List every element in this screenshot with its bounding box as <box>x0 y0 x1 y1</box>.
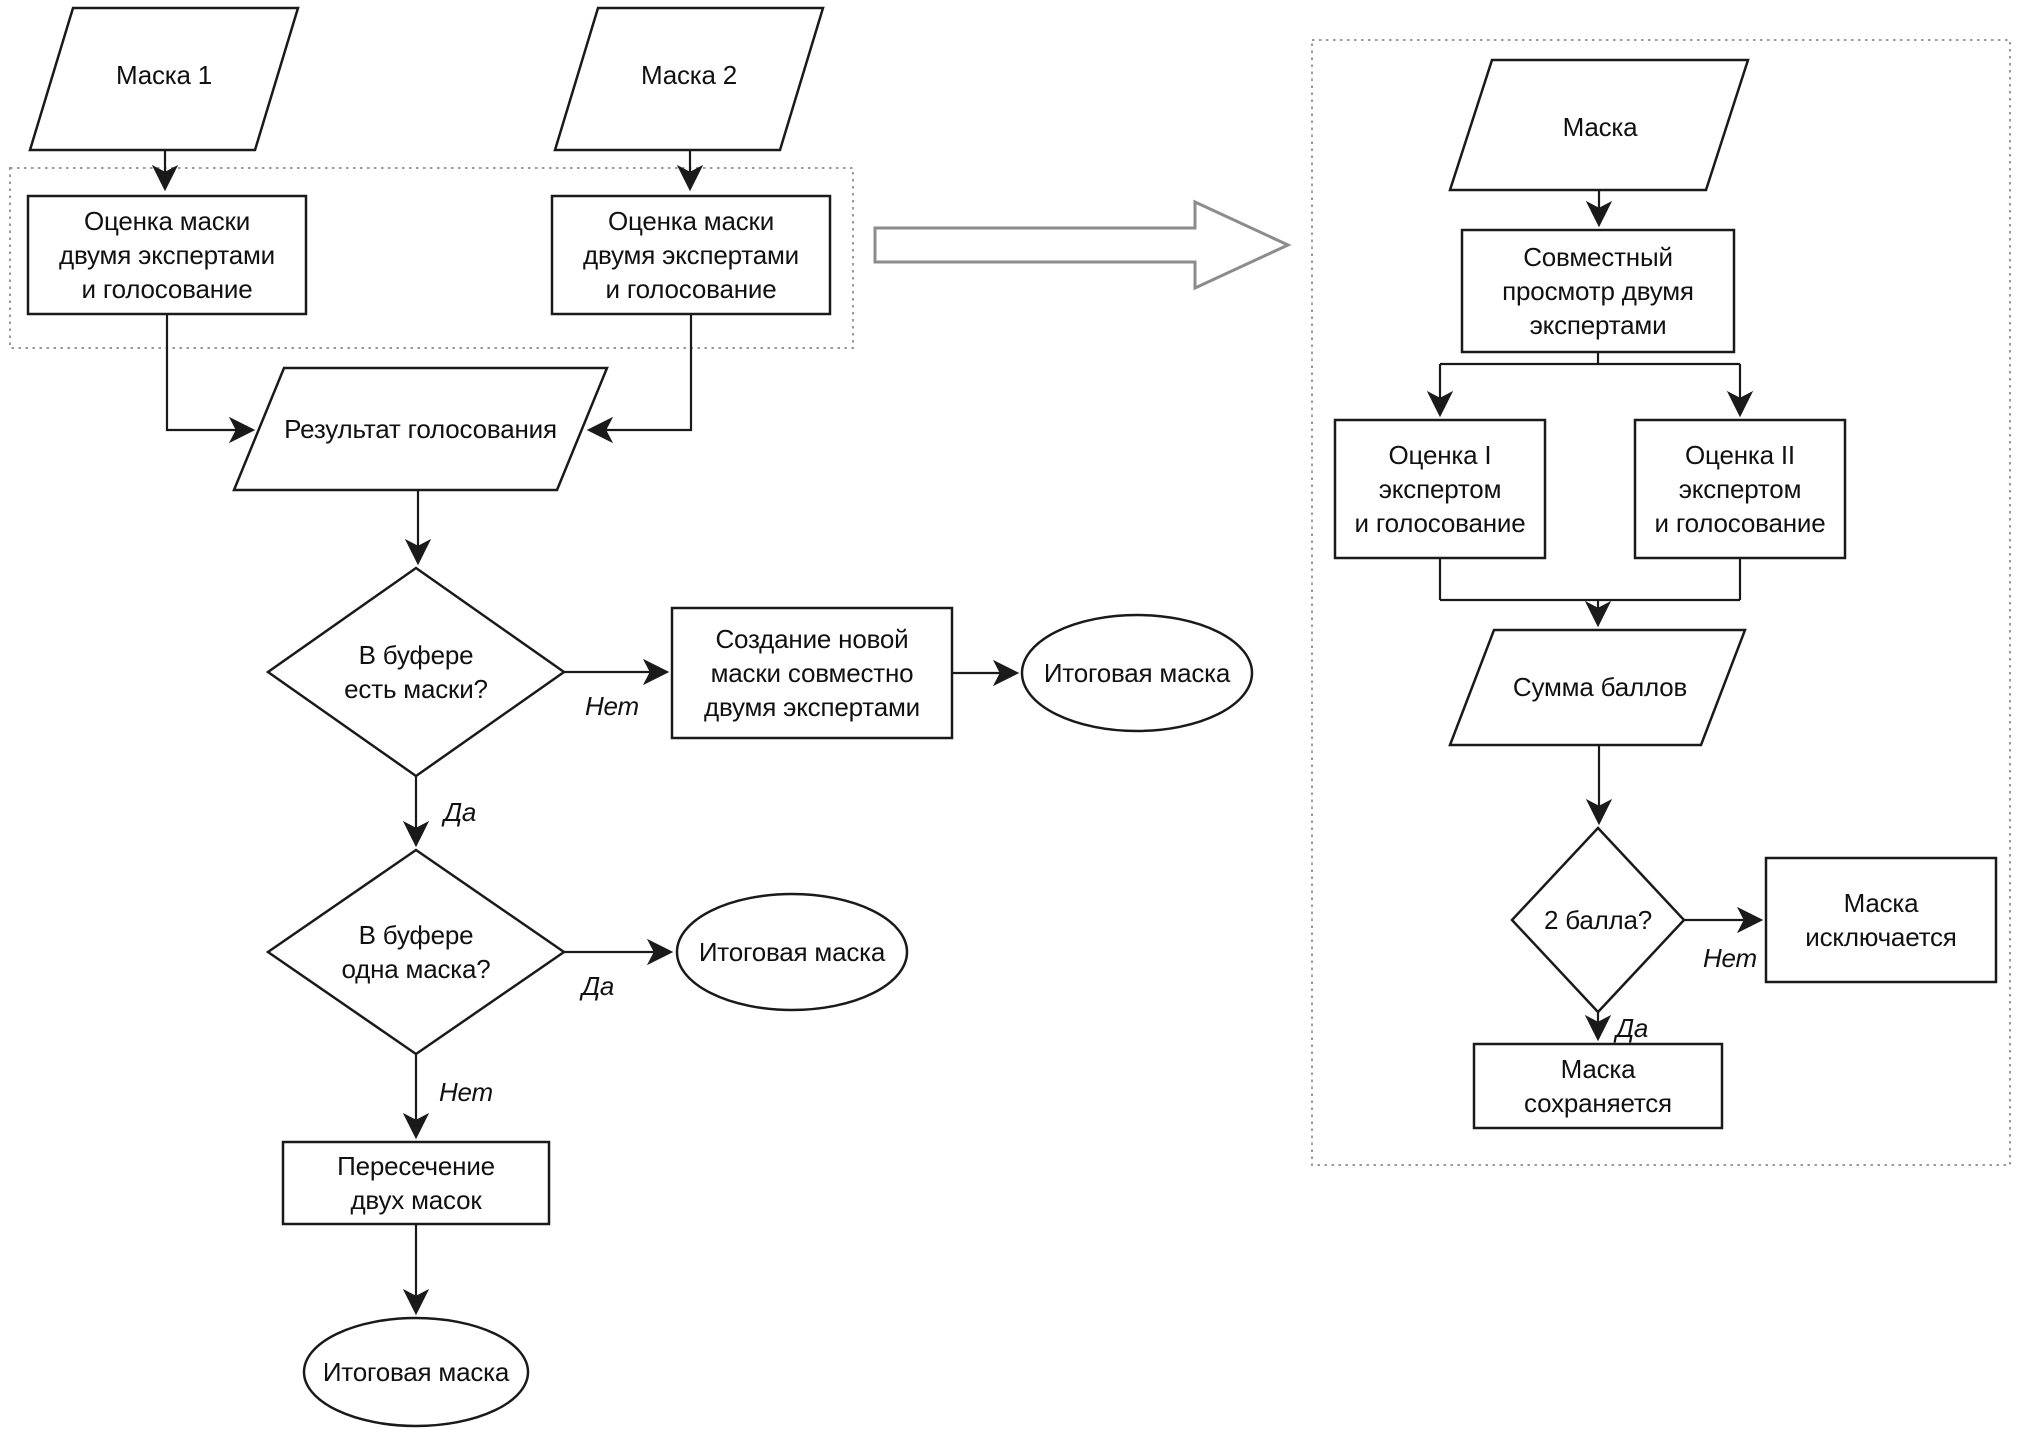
vote-result-io-shape <box>232 366 609 492</box>
arrow-eval1-to-vote-result <box>165 314 256 444</box>
final-mask1-terminator-shape <box>1020 613 1254 733</box>
mask2-input-shape <box>553 6 825 152</box>
right-detail-group-box <box>1311 39 2011 1166</box>
left-voting-group-box <box>9 167 854 349</box>
detail-zoom-arrow <box>873 199 1292 291</box>
final-mask2-terminator-shape <box>675 892 909 1012</box>
eval-expert2-process-shape <box>1633 418 1847 560</box>
decision-two-points-shape <box>1510 826 1686 1014</box>
eval-mask2-process-shape <box>550 194 832 316</box>
decision-buffer-any-shape <box>265 566 567 778</box>
eval-mask1-process-shape <box>26 194 308 316</box>
decision-buffer-one-shape <box>265 848 567 1056</box>
mask-input-shape <box>1448 58 1750 192</box>
score-sum-io-shape <box>1448 628 1747 747</box>
intersection-process-shape <box>281 1140 551 1226</box>
eval-expert1-process-shape <box>1333 418 1547 560</box>
arrow-eval2-to-vote-result <box>586 314 693 444</box>
mask-excluded-process-shape <box>1764 856 1998 984</box>
final-mask3-terminator-shape <box>302 1316 530 1428</box>
create-new-mask-process-shape <box>670 606 954 740</box>
mask1-input-shape <box>28 6 300 152</box>
joint-review-process-shape <box>1460 228 1736 354</box>
mask-saved-process-shape <box>1472 1042 1724 1130</box>
